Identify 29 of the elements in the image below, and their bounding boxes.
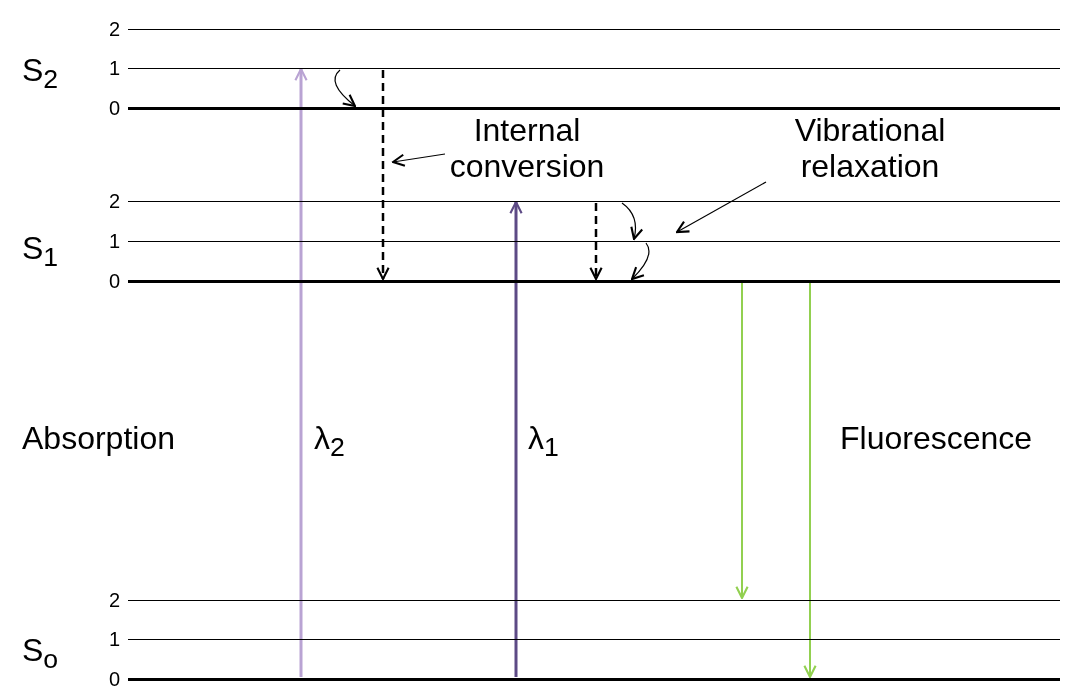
dashed-arrow <box>376 70 390 281</box>
level-number: 1 <box>107 58 120 78</box>
edge-label: λ$_{1}$ <box>528 420 559 465</box>
level-number: 1 <box>107 629 120 649</box>
level-number: 0 <box>107 669 120 686</box>
annotation-text: Internal conversion <box>447 112 607 184</box>
state-label: S$_{o}$ <box>22 632 59 677</box>
process-label: Fluorescence <box>840 420 1033 456</box>
dashed-arrow <box>589 203 603 281</box>
level-number: 0 <box>107 271 120 291</box>
edge-label: λ$_{2}$ <box>314 420 345 465</box>
arrow <box>509 200 523 677</box>
arrow <box>803 282 817 679</box>
arrow <box>294 67 308 677</box>
state-label: S$_{2}$ <box>22 52 59 97</box>
level-number: 0 <box>107 98 120 118</box>
level-number: 2 <box>107 19 120 39</box>
leader-line <box>391 153 446 167</box>
state-label: S$_{1}$ <box>22 230 59 275</box>
curved-arrow <box>630 242 650 281</box>
leader-line <box>675 181 767 234</box>
curved-arrow <box>334 69 357 108</box>
annotation-text: Vibrational relaxation <box>768 112 972 184</box>
arrow <box>735 282 749 600</box>
level-number: 2 <box>107 191 120 211</box>
level-number: 1 <box>107 231 120 251</box>
process-label: Absorption <box>22 420 175 456</box>
level-number: 2 <box>107 590 120 610</box>
curved-arrow <box>621 202 643 241</box>
